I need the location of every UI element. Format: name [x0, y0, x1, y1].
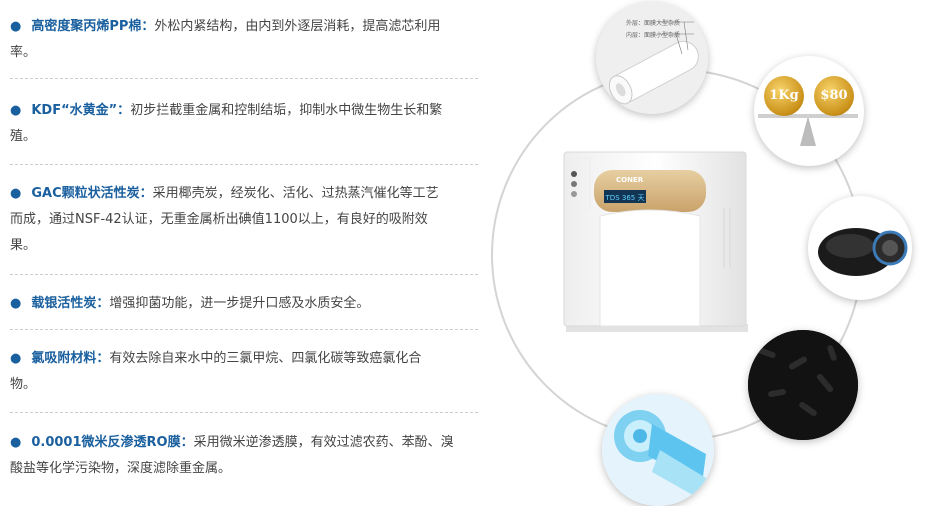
bullet-icon: ● [10, 103, 22, 118]
feature-title: 高密度聚丙烯PP棉： [31, 19, 155, 34]
coin-80: $80 [814, 76, 854, 116]
bullet-icon: ● [10, 435, 22, 450]
purifier-device: TDS 365 天 CONER [560, 148, 750, 333]
pp-cotton-bubble: 外层：面膜大型杂质 内层：面膜小型杂质 [596, 2, 708, 114]
divider [10, 164, 478, 165]
feature-text-cont: 果。 [10, 238, 37, 253]
feature-text: 增强抑菌功能，进一步提升口感及水质安全。 [109, 296, 370, 311]
feature-silver-carbon: ● 载银活性炭：增强抑菌功能，进一步提升口感及水质安全。 [10, 291, 478, 317]
feature-title: KDF“水黄金”： [31, 103, 131, 118]
tds-display: TDS 365 天 [605, 194, 645, 202]
bullet-icon: ● [10, 19, 22, 34]
kdf-coins-bubble: 1Kg $80 [754, 56, 864, 166]
bullet-icon: ● [10, 186, 22, 201]
feature-text-cont: 而成，通过NSF-42认证，无重金属析出碘值1100以上，有良好的吸附效 [10, 212, 428, 227]
divider [10, 274, 478, 275]
feature-text: 初步拦截重金属和控制结垢，抑制水中微生物生长和繁 [130, 103, 443, 118]
feature-ro-membrane: ● 0.0001微米反渗透RO膜：采用微米逆渗透膜，有效过滤农药、苯酚、溴 酸盐等… [10, 430, 478, 482]
feature-chlorine: ● 氯吸附材料：有效去除自来水中的三氯甲烷、四氯化碳等致癌氯化合 物。 [10, 346, 478, 398]
brand-logo: CONER [616, 176, 644, 184]
product-visual: TDS 365 天 CONER 外层：面膜大型杂质 内层：面膜小型杂质 [490, 0, 930, 506]
feature-text: 外松内紧结构，由内到外逐层消耗，提高滤芯利用 [154, 19, 441, 34]
pp-inner-label: 内层：面膜小型杂质 [626, 32, 681, 39]
divider [10, 329, 478, 330]
feature-kdf: ● KDF“水黄金”：初步拦截重金属和控制结垢，抑制水中微生物生长和繁 殖。 [10, 98, 478, 150]
feature-title: 氯吸附材料： [31, 351, 110, 366]
feature-text-cont: 酸盐等化学污染物，深度滤除重金属。 [10, 461, 232, 476]
feature-title: 0.0001微米反渗透RO膜： [31, 435, 194, 450]
divider [10, 78, 478, 79]
feature-text: 有效去除自来水中的三氯甲烷、四氯化碳等致癌氯化合 [109, 351, 422, 366]
feature-text-cont: 物。 [10, 377, 37, 392]
bullet-icon: ● [10, 351, 22, 366]
pp-outer-label: 外层：面膜大型杂质 [626, 20, 681, 27]
feature-pp-cotton: ● 高密度聚丙烯PP棉：外松内紧结构，由内到外逐层消耗，提高滤芯利用 率。 [10, 14, 478, 66]
gac-bubble [808, 196, 912, 300]
feature-gac: ● GAC颗粒状活性炭：采用椰壳炭，经炭化、活化、过热蒸汽催化等工艺 而成，通过N… [10, 181, 478, 259]
feature-text-cont: 率。 [10, 45, 37, 60]
feature-text: 采用微米逆渗透膜，有效过滤农药、苯酚、溴 [193, 435, 454, 450]
feature-text-cont: 殖。 [10, 129, 37, 144]
feature-title: 载银活性炭： [31, 296, 110, 311]
feature-title: GAC颗粒状活性炭： [31, 186, 153, 201]
divider [10, 412, 478, 413]
silver-carbon-bubble [748, 330, 858, 440]
bullet-icon: ● [10, 296, 22, 311]
coin-1kg: 1Kg [764, 76, 804, 116]
feature-text: 采用椰壳炭，经炭化、活化、过热蒸汽催化等工艺 [152, 186, 439, 201]
feature-list: ● 高密度聚丙烯PP棉：外松内紧结构，由内到外逐层消耗，提高滤芯利用 率。 ● KD… [10, 14, 478, 482]
ro-membrane-bubble [602, 394, 714, 506]
